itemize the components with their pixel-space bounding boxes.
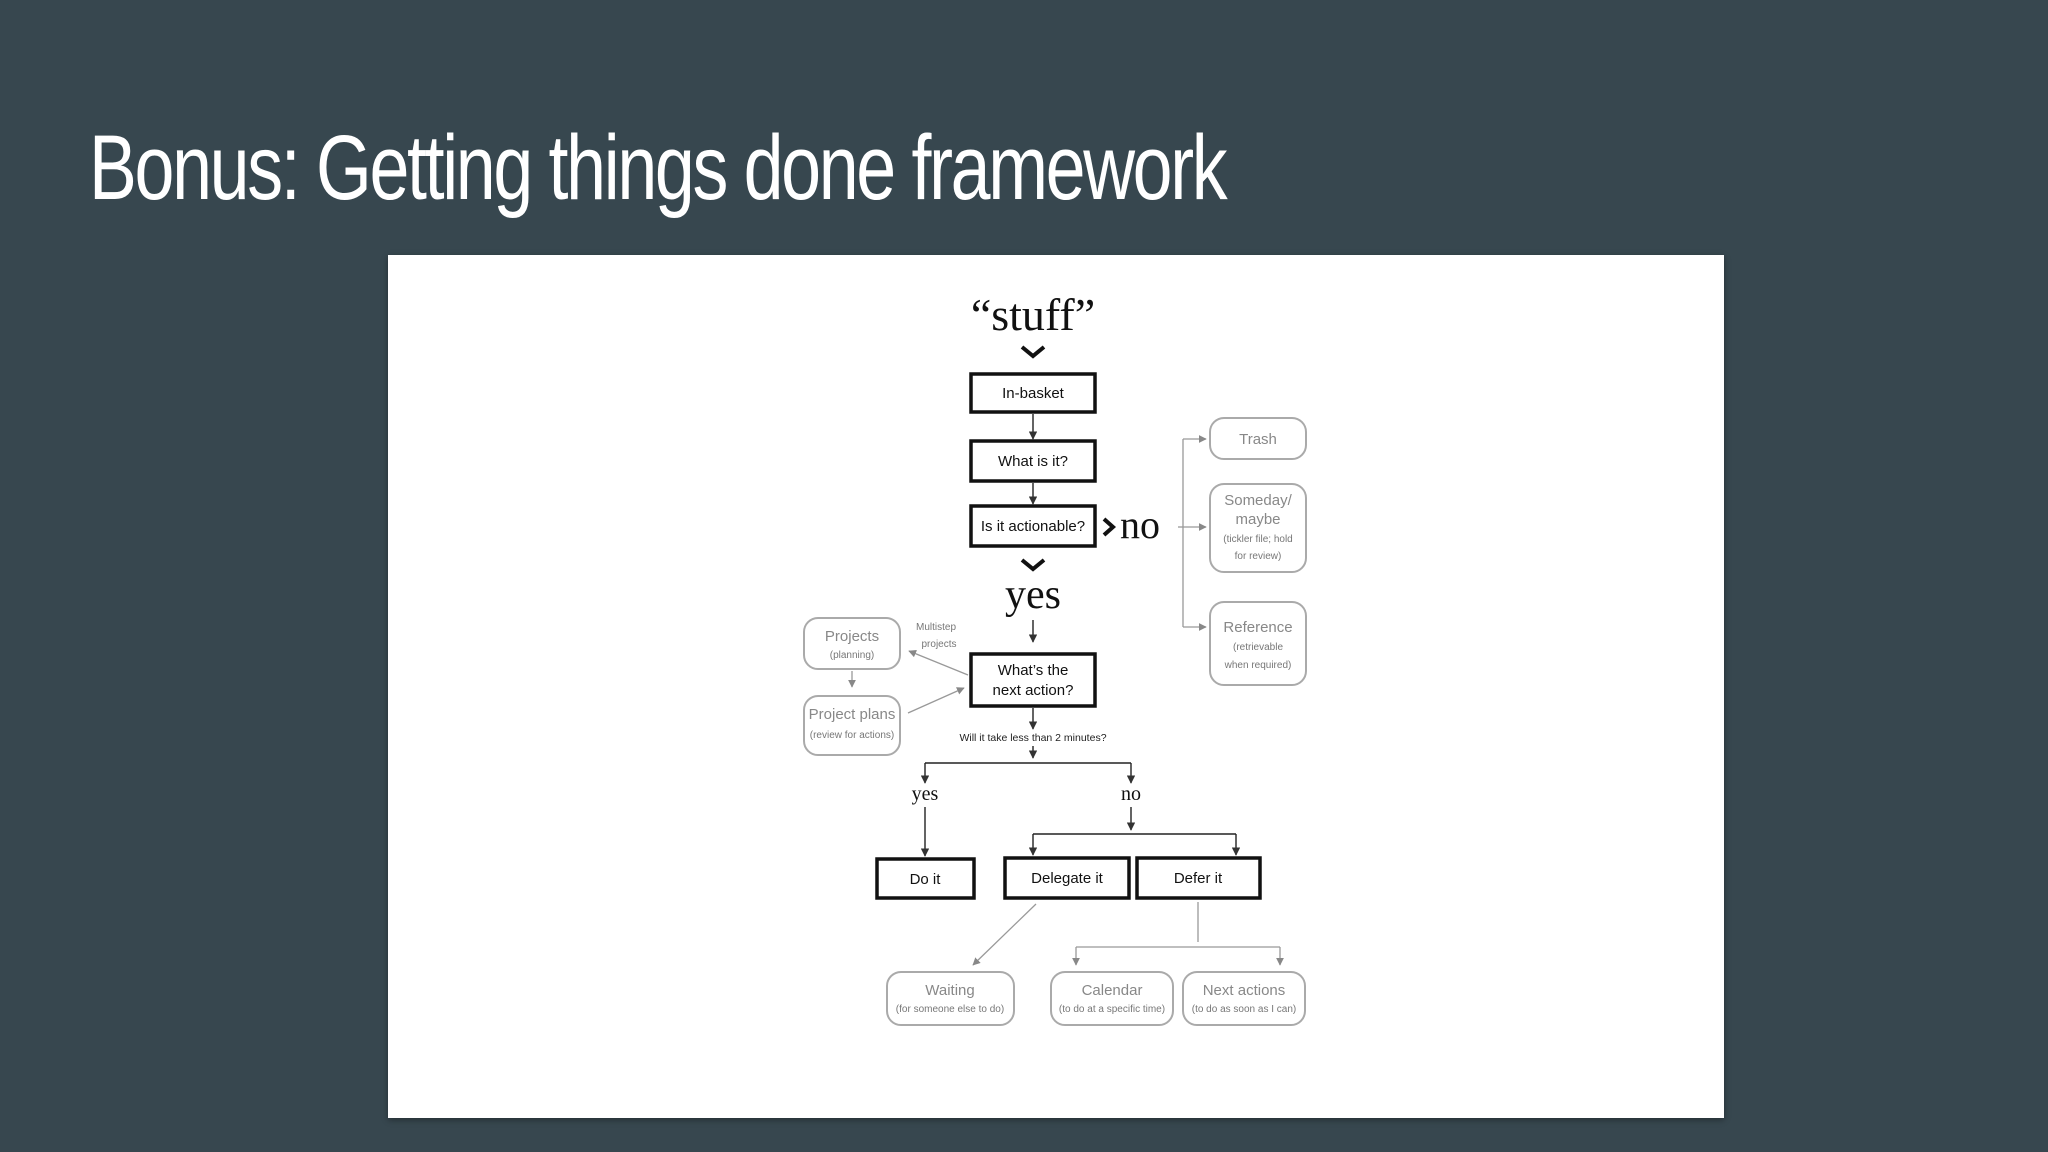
calendar-note: (to do at a specific time) bbox=[1059, 1004, 1165, 1015]
reference-note-2: when required) bbox=[1224, 660, 1292, 671]
two-minutes-question: Will it take less than 2 minutes? bbox=[959, 732, 1106, 744]
no-small-label: no bbox=[1121, 783, 1141, 805]
next-action-label: What’s the bbox=[998, 662, 1069, 679]
reference-box: Reference (retrievable when required) bbox=[1209, 601, 1307, 686]
stuff-label: “stuff” bbox=[971, 289, 1095, 340]
reference-note: (retrievable bbox=[1233, 642, 1283, 653]
defer-it-label: Defer it bbox=[1174, 870, 1223, 887]
gtd-flowchart: “stuff” In-basket What is it? Is it acti… bbox=[803, 289, 1307, 1026]
delegate-it-box: Delegate it bbox=[1003, 856, 1131, 900]
someday-note: (tickler file; hold bbox=[1223, 534, 1292, 545]
next-action-box: What’s the next action? bbox=[969, 652, 1097, 708]
next-actions-title: Next actions bbox=[1203, 982, 1286, 999]
do-it-box: Do it bbox=[875, 857, 976, 900]
calendar-box: Calendar (to do at a specific time) bbox=[1050, 971, 1174, 1026]
in-basket-label: In-basket bbox=[1002, 385, 1065, 402]
trash-box: Trash bbox=[1209, 417, 1307, 460]
connector bbox=[908, 650, 969, 676]
gtd-flowchart-figure: “stuff” In-basket What is it? Is it acti… bbox=[388, 255, 1724, 1118]
defer-it-box: Defer it bbox=[1135, 856, 1262, 900]
trash-label: Trash bbox=[1239, 431, 1277, 448]
multistep-label: Multistep bbox=[916, 622, 956, 633]
someday-note-2: for review) bbox=[1235, 551, 1282, 562]
next-action-label-2: next action? bbox=[993, 682, 1074, 699]
no-branch-label: no bbox=[1120, 502, 1160, 547]
yes-branch-label: yes bbox=[1005, 572, 1061, 618]
project-plans-title: Project plans bbox=[809, 706, 896, 723]
delegate-it-label: Delegate it bbox=[1031, 870, 1104, 887]
project-plans-note: (review for actions) bbox=[810, 730, 894, 741]
projects-title: Projects bbox=[825, 628, 879, 645]
someday-maybe-box: Someday/ maybe (tickler file; hold for r… bbox=[1209, 483, 1307, 573]
in-basket-box: In-basket bbox=[969, 372, 1097, 414]
do-it-label: Do it bbox=[910, 871, 942, 888]
is-actionable-box: Is it actionable? bbox=[969, 504, 1097, 548]
project-plans-box: Project plans (review for actions) bbox=[803, 695, 901, 756]
what-is-it-label: What is it? bbox=[998, 453, 1068, 470]
reference-title: Reference bbox=[1223, 619, 1292, 636]
what-is-it-box: What is it? bbox=[969, 439, 1097, 483]
next-actions-box: Next actions (to do as soon as I can) bbox=[1182, 971, 1306, 1026]
waiting-title: Waiting bbox=[925, 982, 974, 999]
someday-title-2: maybe bbox=[1235, 511, 1280, 528]
connector bbox=[907, 687, 965, 714]
waiting-box: Waiting (for someone else to do) bbox=[886, 971, 1015, 1026]
projects-note: (planning) bbox=[830, 650, 874, 661]
multistep-label-2: projects bbox=[921, 639, 956, 650]
connector bbox=[972, 903, 1037, 966]
yes-small-label: yes bbox=[912, 783, 939, 805]
someday-title: Someday/ bbox=[1224, 492, 1292, 509]
projects-box: Projects (planning) bbox=[803, 617, 901, 670]
slide-title: Bonus: Getting things done framework bbox=[89, 117, 1228, 219]
chevron-down-icon bbox=[1020, 558, 1046, 572]
calendar-title: Calendar bbox=[1082, 982, 1143, 999]
chevron-down-icon bbox=[1020, 345, 1046, 359]
is-actionable-label: Is it actionable? bbox=[981, 518, 1085, 535]
waiting-note: (for someone else to do) bbox=[896, 1004, 1004, 1015]
chevron-right-icon bbox=[1102, 517, 1117, 537]
next-actions-note: (to do as soon as I can) bbox=[1192, 1004, 1297, 1015]
